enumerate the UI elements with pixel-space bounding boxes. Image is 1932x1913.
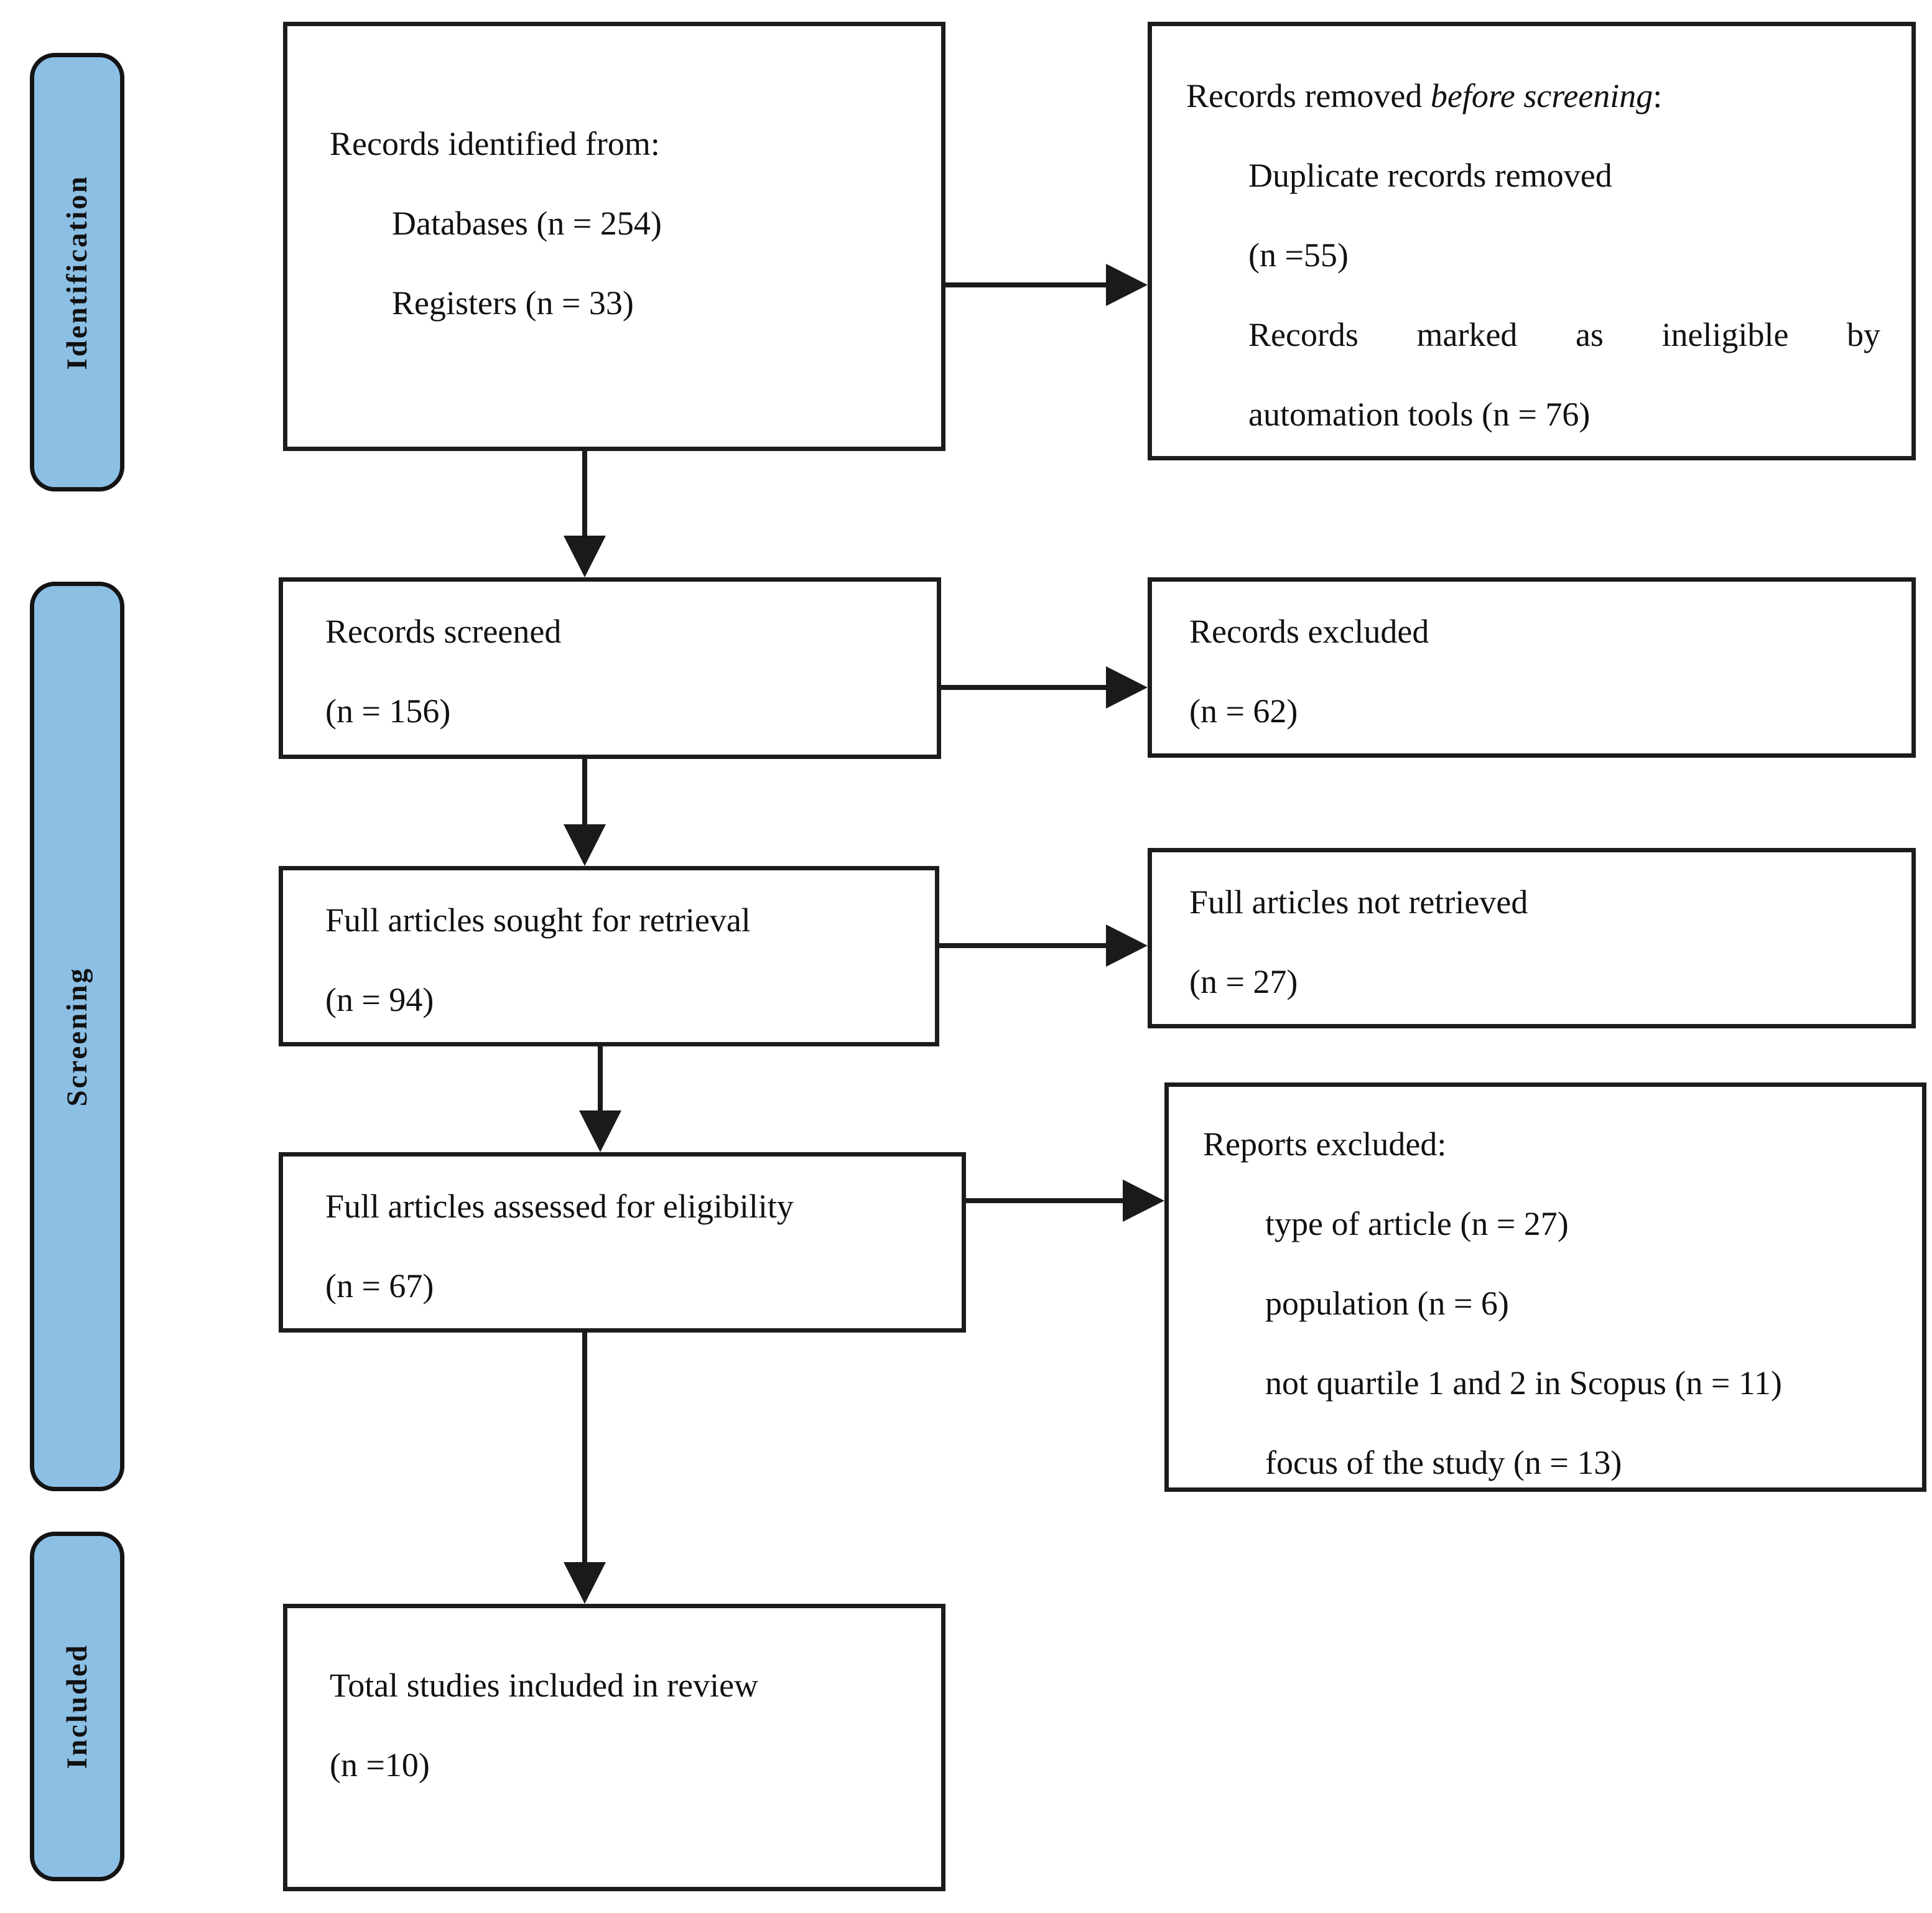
box-line: Records screened — [325, 613, 562, 650]
box-line: (n = 62) — [1189, 692, 1298, 730]
stage-label-included: Included — [61, 1644, 93, 1769]
stage-label-identification: Identification — [61, 174, 93, 370]
stage-label-screening: Screening — [61, 966, 93, 1107]
box-line: Full articles assessed for eligibility — [325, 1188, 794, 1225]
box-heading: Records removed before screening: — [1186, 77, 1663, 114]
arrow-screened-to-excluded — [941, 666, 1148, 709]
box-line: (n =55) — [1248, 236, 1349, 274]
box-line: type of article (n = 27) — [1265, 1205, 1569, 1242]
arrow-assessed-to-reports — [966, 1180, 1164, 1222]
box-line: (n =10) — [330, 1746, 430, 1784]
arrow-identified-to-screened — [564, 451, 606, 577]
box-line: Registers (n = 33) — [392, 284, 634, 322]
box-line: focus of the study (n = 13) — [1265, 1444, 1622, 1481]
box-heading: Reports excluded: — [1203, 1125, 1447, 1163]
stage-bar-identification: Identification — [30, 53, 124, 491]
box-line: Total studies included in review — [330, 1667, 759, 1704]
box-line: Duplicate records removed — [1248, 157, 1612, 194]
box-line: Full articles not retrieved — [1189, 883, 1528, 921]
box-full-articles-not-retrieved: Full articles not retrieved (n = 27) — [1148, 848, 1916, 1028]
box-line: Databases (n = 254) — [392, 205, 662, 242]
box-heading: Records identified from: — [330, 125, 660, 162]
stage-bar-included: Included — [30, 1532, 124, 1881]
box-line: (n = 156) — [325, 692, 451, 730]
box-line: population (n = 6) — [1265, 1285, 1509, 1322]
arrow-screened-to-sought — [564, 759, 606, 866]
box-full-articles-sought: Full articles sought for retrieval (n = … — [279, 866, 939, 1046]
box-reports-excluded: Reports excluded: type of article (n = 2… — [1164, 1082, 1926, 1492]
box-line: Full articles sought for retrieval — [325, 901, 751, 939]
box-line: Records excluded — [1189, 613, 1429, 650]
box-line: (n = 67) — [325, 1267, 434, 1305]
box-total-studies-included: Total studies included in review (n =10) — [283, 1604, 945, 1891]
box-full-articles-assessed: Full articles assessed for eligibility (… — [279, 1152, 966, 1333]
italic-before-screening: before screening — [1430, 77, 1653, 114]
arrow-sought-to-notretrieved — [939, 924, 1148, 967]
box-records-screened: Records screened (n = 156) — [279, 577, 941, 759]
box-line: (n = 94) — [325, 981, 434, 1018]
arrow-identified-to-removed — [945, 264, 1148, 306]
arrow-sought-to-assessed — [579, 1046, 621, 1152]
box-line: (n = 27) — [1189, 963, 1298, 1000]
arrow-assessed-to-included — [564, 1333, 606, 1604]
box-records-excluded: Records excluded (n = 62) — [1148, 577, 1916, 758]
box-line: Records marked as ineligible by — [1248, 316, 1880, 353]
box-records-removed-before-screening: Records removed before screening: Duplic… — [1148, 22, 1916, 460]
box-line: automation tools (n = 76) — [1248, 396, 1591, 433]
box-line: not quartile 1 and 2 in Scopus (n = 11) — [1265, 1364, 1782, 1402]
box-records-identified: Records identified from: Databases (n = … — [283, 22, 945, 451]
stage-bar-screening: Screening — [30, 582, 124, 1491]
